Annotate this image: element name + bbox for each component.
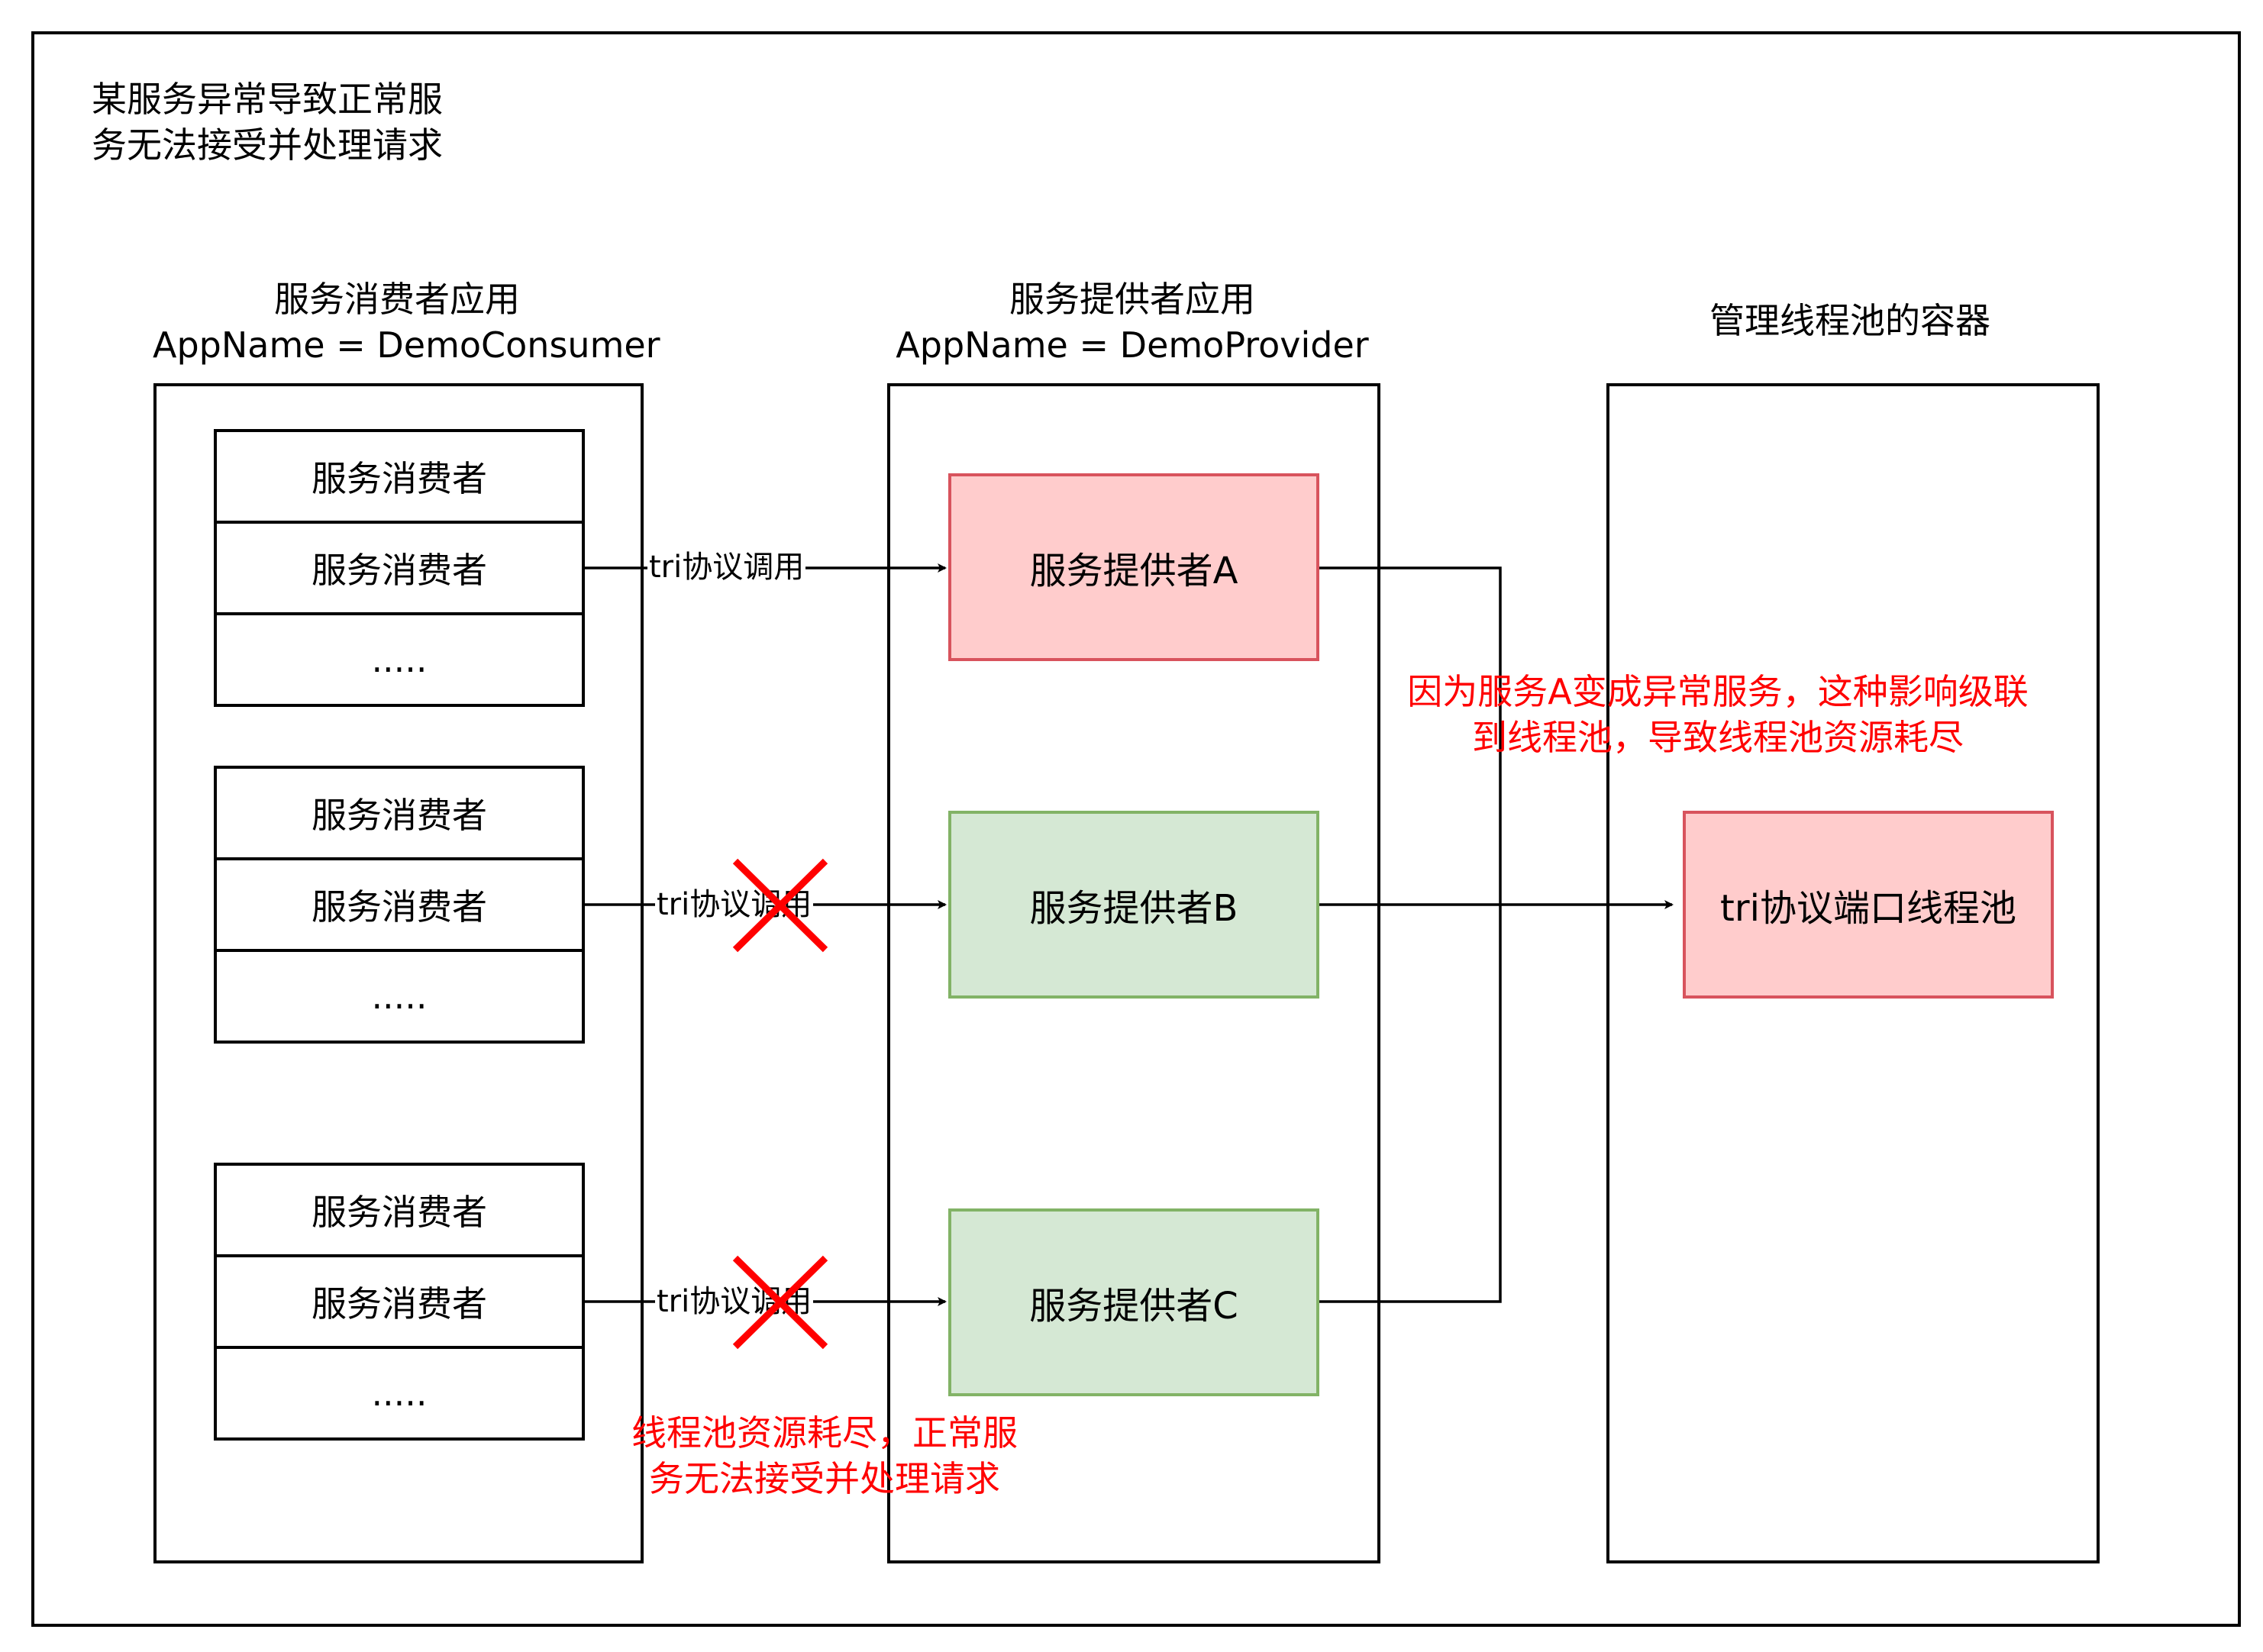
cascade-note-line-2: 到线程池，导致线程池资源耗尽 <box>1472 717 1964 758</box>
thread-pool-box[interactable]: tri协议端口线程池 <box>1683 811 2054 999</box>
consumer-app-title-line-2: AppName = DemoConsumer <box>153 324 660 366</box>
cascade-note: 因为服务A变成异常服务，这种影响级联 到线程池，导致线程池资源耗尽 <box>1374 669 2061 760</box>
cascade-note-line-1: 因为服务A变成异常服务，这种影响级联 <box>1407 671 2029 712</box>
provider-c-label: 服务提供者C <box>1029 1285 1238 1328</box>
consumer-app-title: 服务消费者应用 AppName = DemoConsumer <box>153 276 660 368</box>
consumer-cell-label: 服务消费者 <box>312 458 487 499</box>
consumer-cell[interactable]: 服务消费者 <box>214 521 585 615</box>
provider-app-title-line-2: AppName = DemoProvider <box>896 324 1369 366</box>
thread-pool-label: tri协议端口线程池 <box>1720 887 2016 930</box>
consumer-cell-label: 服务消费者 <box>312 1283 487 1325</box>
provider-b-box[interactable]: 服务提供者B <box>948 811 1319 999</box>
provider-c-to-pool-line <box>1319 905 1502 1303</box>
consumer-cell[interactable]: 服务消费者 <box>214 429 585 524</box>
ellipsis-label: ..... <box>371 639 428 680</box>
consumer-cell[interactable]: 服务消费者 <box>214 857 585 952</box>
blocked-call-x-icon <box>732 1255 828 1350</box>
consumer-cell-ellipsis: ..... <box>214 1346 585 1441</box>
edge-label-a: tri协议调用 <box>647 548 806 586</box>
consumer-cell-label: 服务消费者 <box>312 550 487 591</box>
outer-frame <box>31 31 2241 1627</box>
scenario-note-line-1: 某服务异常导致正常服 <box>92 79 443 120</box>
container-title: 管理线程池的容器 <box>1606 298 2094 344</box>
provider-a-box[interactable]: 服务提供者A <box>948 473 1319 661</box>
consumer-app-title-line-1: 服务消费者应用 <box>274 279 520 320</box>
provider-b-label: 服务提供者B <box>1029 887 1238 930</box>
container-title-text: 管理线程池的容器 <box>1709 300 1990 341</box>
scenario-note-line-2: 务无法接受并处理请求 <box>92 124 443 166</box>
provider-app-title: 服务提供者应用 AppName = DemoProvider <box>888 276 1377 368</box>
exhausted-note-line-2: 务无法接受并处理请求 <box>649 1458 1000 1499</box>
edge-label-b: tri协议调用 <box>655 886 814 924</box>
provider-a-to-pool-line <box>1319 566 1502 905</box>
exhausted-note-line-1: 线程池资源耗尽，正常服 <box>631 1412 1018 1454</box>
scenario-note: 某服务异常导致正常服 务无法接受并处理请求 <box>92 76 443 168</box>
provider-c-box[interactable]: 服务提供者C <box>948 1208 1319 1396</box>
consumer-cell-label: 服务消费者 <box>312 1192 487 1233</box>
blocked-call-x-icon <box>732 858 828 953</box>
consumer-cell-label: 服务消费者 <box>312 886 487 928</box>
consumer-cell-ellipsis: ..... <box>214 612 585 707</box>
ellipsis-label: ..... <box>371 976 428 1017</box>
provider-a-label: 服务提供者A <box>1029 550 1238 592</box>
exhausted-note: 线程池资源耗尽，正常服 务无法接受并处理请求 <box>596 1410 1054 1502</box>
provider-app-title-line-1: 服务提供者应用 <box>1009 279 1255 320</box>
consumer-cell-label: 服务消费者 <box>312 795 487 836</box>
consumer-cell-ellipsis: ..... <box>214 949 585 1044</box>
ellipsis-label: ..... <box>371 1373 428 1414</box>
